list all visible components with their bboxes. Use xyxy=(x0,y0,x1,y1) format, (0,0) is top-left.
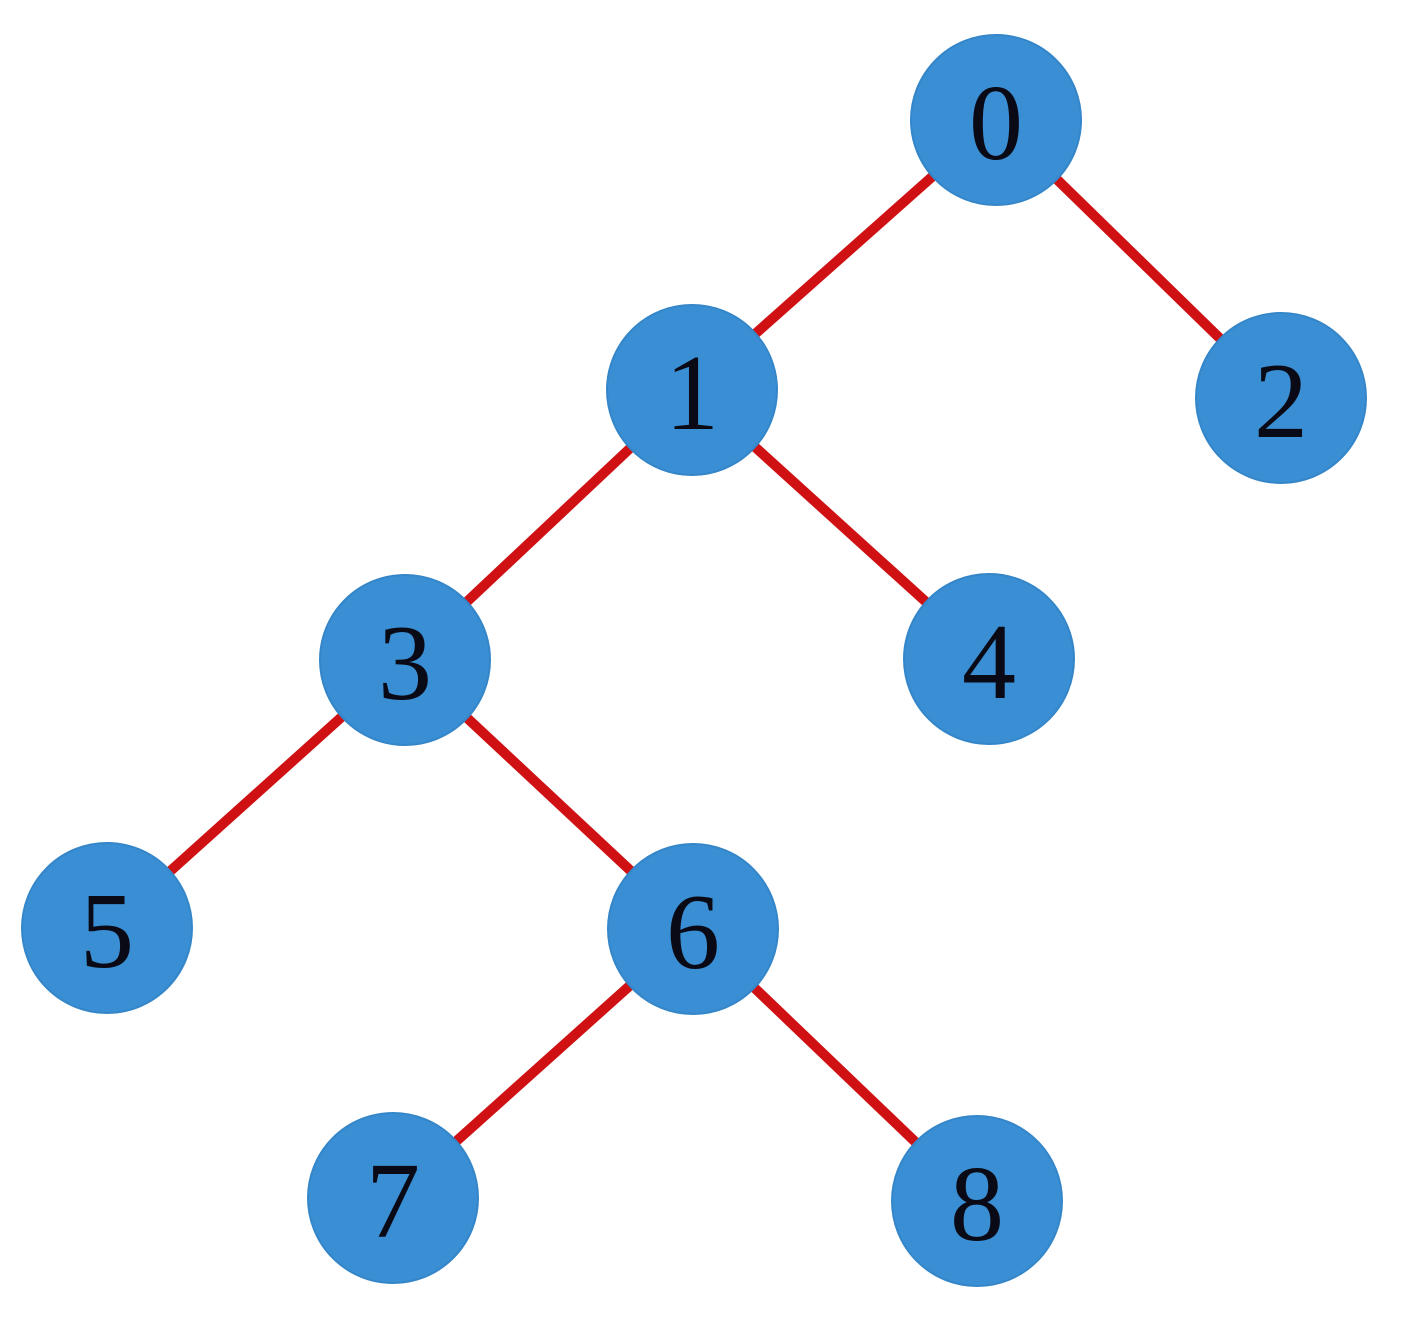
tree-node-label-3: 3 xyxy=(378,604,432,723)
tree-node-label-2: 2 xyxy=(1254,342,1308,461)
tree-node-1 xyxy=(606,304,778,476)
tree-nodes-group: 0 1 2 3 4 5 6 7 8 xyxy=(21,34,1367,1287)
tree-node-5 xyxy=(21,842,193,1014)
tree-node-label-5: 5 xyxy=(80,872,134,991)
tree-node-2 xyxy=(1195,312,1367,484)
tree-node-label-4: 4 xyxy=(962,603,1016,722)
tree-node-label-8: 8 xyxy=(950,1145,1004,1264)
tree-edges-group xyxy=(103,116,1285,1205)
tree-node-6 xyxy=(607,843,779,1015)
tree-node-4 xyxy=(903,573,1075,745)
tree-node-label-1: 1 xyxy=(665,334,719,453)
tree-node-label-0: 0 xyxy=(969,64,1023,183)
tree-node-label-6: 6 xyxy=(666,873,720,992)
tree-node-8 xyxy=(891,1115,1063,1287)
tree-node-label-7: 7 xyxy=(366,1142,420,1261)
tree-node-0 xyxy=(910,34,1082,206)
tree-node-7 xyxy=(307,1112,479,1284)
tree-node-3 xyxy=(319,574,491,746)
